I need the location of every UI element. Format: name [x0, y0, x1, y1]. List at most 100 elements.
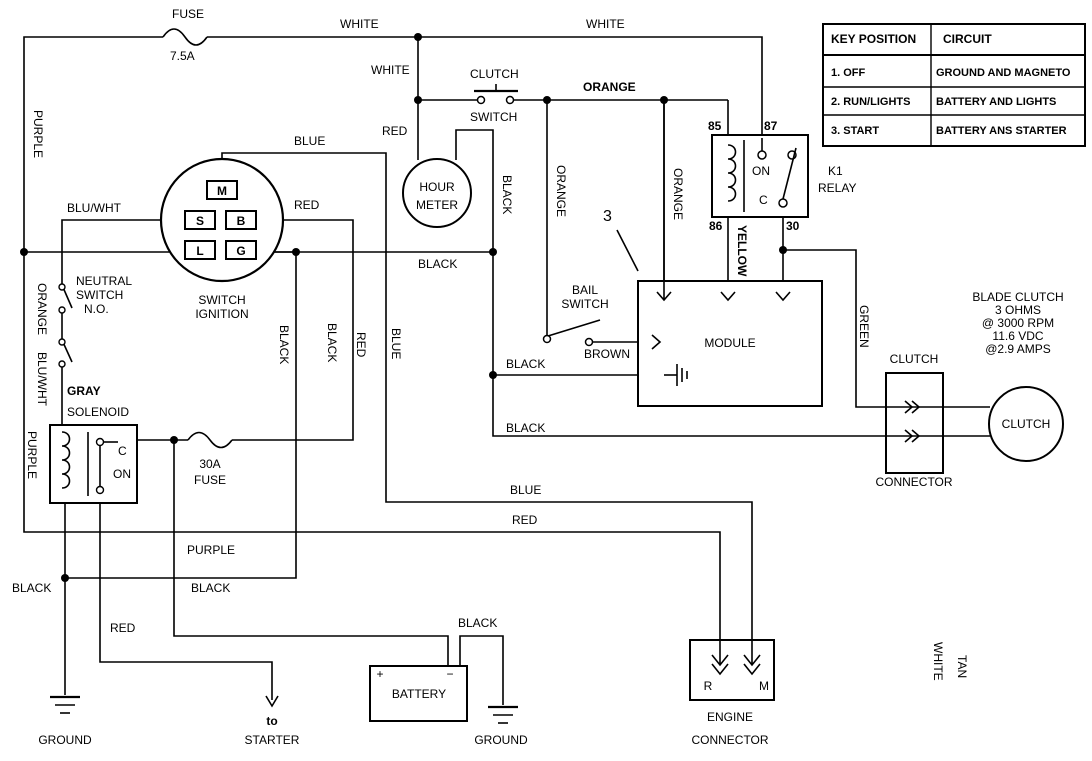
relay-terminal-30: 30: [786, 219, 800, 233]
junction-dots: [20, 33, 787, 582]
relay-name-2: RELAY: [818, 181, 856, 195]
wire-label-black-left: BLACK: [12, 581, 51, 595]
clutch-switch-label-1: CLUTCH: [470, 67, 519, 81]
bail-switch-label-2: SWITCH: [561, 297, 608, 311]
wire-label-purple-bottom: PURPLE: [187, 543, 235, 557]
bail-switch: BAIL SWITCH: [542, 283, 609, 347]
blade-clutch-line-2: 3 OHMS: [995, 303, 1041, 317]
neutral-switch-label-2: SWITCH: [76, 288, 123, 302]
blade-clutch-line-5: @2.9 AMPS: [985, 342, 1051, 356]
relay-c-label: C: [759, 193, 768, 207]
wire-label-brown: BROWN: [584, 347, 630, 361]
fuse-30a-rating: 30A: [199, 457, 220, 471]
engine-connector-label-1: ENGINE: [707, 710, 753, 724]
wire-label-gray: GRAY: [67, 384, 101, 398]
battery-minus: −: [446, 667, 453, 681]
clutch-switch: CLUTCH SWITCH: [470, 67, 519, 124]
ignition-terminal-g: G: [236, 244, 245, 258]
wire-labels: WHITE WHITE WHITE ORANGE RED BLUE RED BL…: [12, 17, 636, 635]
wire-label-white-vert: WHITE: [931, 642, 945, 681]
wire-label-purple-top: PURPLE: [31, 110, 45, 158]
ignition-label-2: IGNITION: [195, 307, 248, 321]
starter-terminal: to STARTER: [245, 695, 300, 747]
ground-mid-label: GROUND: [474, 733, 528, 747]
solenoid: C ON SOLENOID: [49, 405, 138, 504]
ignition-label-1: SWITCH: [198, 293, 245, 307]
wire-purple-top: [23, 36, 163, 252]
neutral-switch-label-3: N.O.: [84, 302, 109, 316]
table-key-off: 1. OFF: [831, 67, 866, 79]
wire-label-white-2: WHITE: [586, 17, 625, 31]
wire-label-orange-top: ORANGE: [583, 80, 636, 94]
k1-relay: 85 87 86 30 ON C K1 RELAY: [708, 119, 856, 233]
battery-label: BATTERY: [392, 687, 446, 701]
wire-label-blue-vert: BLUE: [389, 328, 403, 359]
starter-to: to: [266, 714, 277, 728]
clutch-connector: CLUTCH CONNECTOR: [875, 352, 952, 489]
wire-label-bluwht-left: BLU/WHT: [35, 352, 49, 407]
wire-white-top: [207, 36, 763, 152]
wire-label-yellow: YELLOW: [735, 225, 749, 277]
table-header-circuit: CIRCUIT: [943, 32, 992, 46]
wire-labels-vertical: PURPLE ORANGE BLU/WHT PURPLE BLACK ORANG…: [25, 110, 969, 681]
ground-left: GROUND: [38, 695, 92, 747]
ignition-terminal-m: M: [217, 184, 227, 198]
blade-clutch-specs: BLADE CLUTCH 3 OHMS @ 3000 RPM 11.6 VDC …: [972, 290, 1063, 356]
table-circuit-off: GROUND AND MAGNETO: [936, 67, 1071, 79]
wire-label-orange-bail: ORANGE: [554, 165, 568, 217]
hour-meter: HOUR METER: [402, 158, 472, 228]
battery-plus: +: [376, 667, 383, 681]
table-key-run: 2. RUN/LIGHTS: [831, 96, 910, 108]
wire-label-black-hour: BLACK: [500, 175, 514, 214]
relay-on-label: ON: [752, 164, 770, 178]
relay-terminal-87: 87: [764, 119, 778, 133]
module: MODULE 3: [603, 100, 823, 407]
wire-label-red-hour: RED: [382, 124, 408, 138]
wire-label-bluwht: BLU/WHT: [67, 201, 122, 215]
wire-label-blue-bottom: BLUE: [510, 483, 541, 497]
wire-label-black-clutch: BLACK: [506, 421, 545, 435]
relay-name-1: K1: [828, 164, 843, 178]
wire-label-white-1: WHITE: [340, 17, 379, 31]
engine-connector-label-2: CONNECTOR: [691, 733, 768, 747]
fuse-top-rating: 7.5A: [170, 49, 195, 63]
ground-left-label: GROUND: [38, 733, 92, 747]
wire-label-red-b: RED: [294, 198, 320, 212]
wire-label-black-module: BLACK: [506, 357, 545, 371]
table-key-start: 3. START: [831, 125, 879, 137]
ground-mid: GROUND: [474, 705, 528, 747]
relay-terminal-85: 85: [708, 119, 722, 133]
blade-clutch-line-4: 11.6 VDC: [992, 329, 1043, 343]
wire-label-white-3: WHITE: [371, 63, 410, 77]
wire-label-red-bottom: RED: [512, 513, 538, 527]
fuse-top-label: FUSE: [172, 7, 204, 21]
wire-label-tan: TAN: [955, 655, 969, 678]
ignition-terminal-s: S: [196, 214, 204, 228]
wire-label-purple-left: PURPLE: [25, 431, 39, 479]
blade-clutch-line-1: BLADE CLUTCH: [972, 290, 1063, 304]
ignition-terminal-b: B: [237, 214, 246, 228]
fuse-30a-symbol: [187, 431, 233, 449]
solenoid-c-label: C: [118, 444, 127, 458]
wire-label-green: GREEN: [857, 305, 871, 348]
battery: BATTERY + −: [369, 665, 468, 722]
clutch-label: CLUTCH: [1002, 417, 1051, 431]
blade-clutch-line-3: @ 3000 RPM: [982, 316, 1054, 330]
ignition-terminal-l: L: [196, 244, 203, 258]
hour-meter-label-1: HOUR: [419, 180, 455, 194]
module-reference-number: 3: [603, 208, 612, 225]
wire-label-black-bottom: BLACK: [191, 581, 230, 595]
wire-label-red-starter: RED: [110, 621, 136, 635]
neutral-switch-label-1: NEUTRAL: [76, 274, 132, 288]
neutral-switch: NEUTRAL SWITCH N.O.: [58, 274, 132, 368]
solenoid-label: SOLENOID: [67, 405, 129, 419]
starter-label: STARTER: [245, 733, 300, 747]
table-circuit-run: BATTERY AND LIGHTS: [936, 96, 1056, 108]
wire-label-blue-top: BLUE: [294, 134, 325, 148]
table-circuit-start: BATTERY ANS STARTER: [936, 125, 1067, 137]
clutch: CLUTCH: [988, 386, 1064, 462]
key-position-table: KEY POSITION CIRCUIT 1. OFF GROUND AND M…: [822, 23, 1086, 147]
wire-label-black-g: BLACK: [277, 325, 291, 364]
wire-label-orange-module: ORANGE: [671, 168, 685, 220]
